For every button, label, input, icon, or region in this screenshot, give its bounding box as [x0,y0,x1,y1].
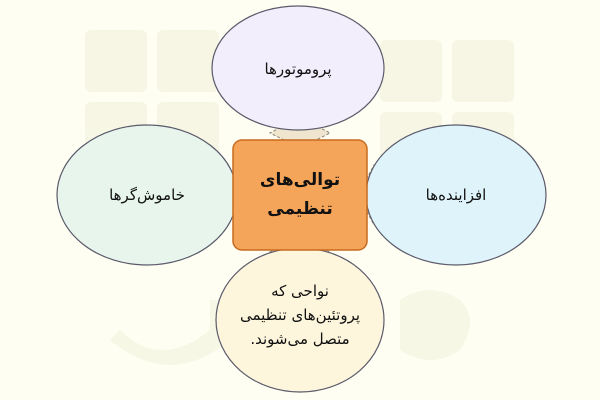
label-top: پروموتورها [264,60,332,78]
label-right: افزاینده‌ها [425,186,487,204]
center-box [232,139,368,251]
petal-top [211,5,385,131]
label-bottom: نواحی که پروتئین‌های تنظیمی متصل می‌شوند… [239,282,361,348]
label-center: توالی‌های تنظیمی [259,170,341,219]
label-left: خاموش‌گرها [109,186,185,204]
